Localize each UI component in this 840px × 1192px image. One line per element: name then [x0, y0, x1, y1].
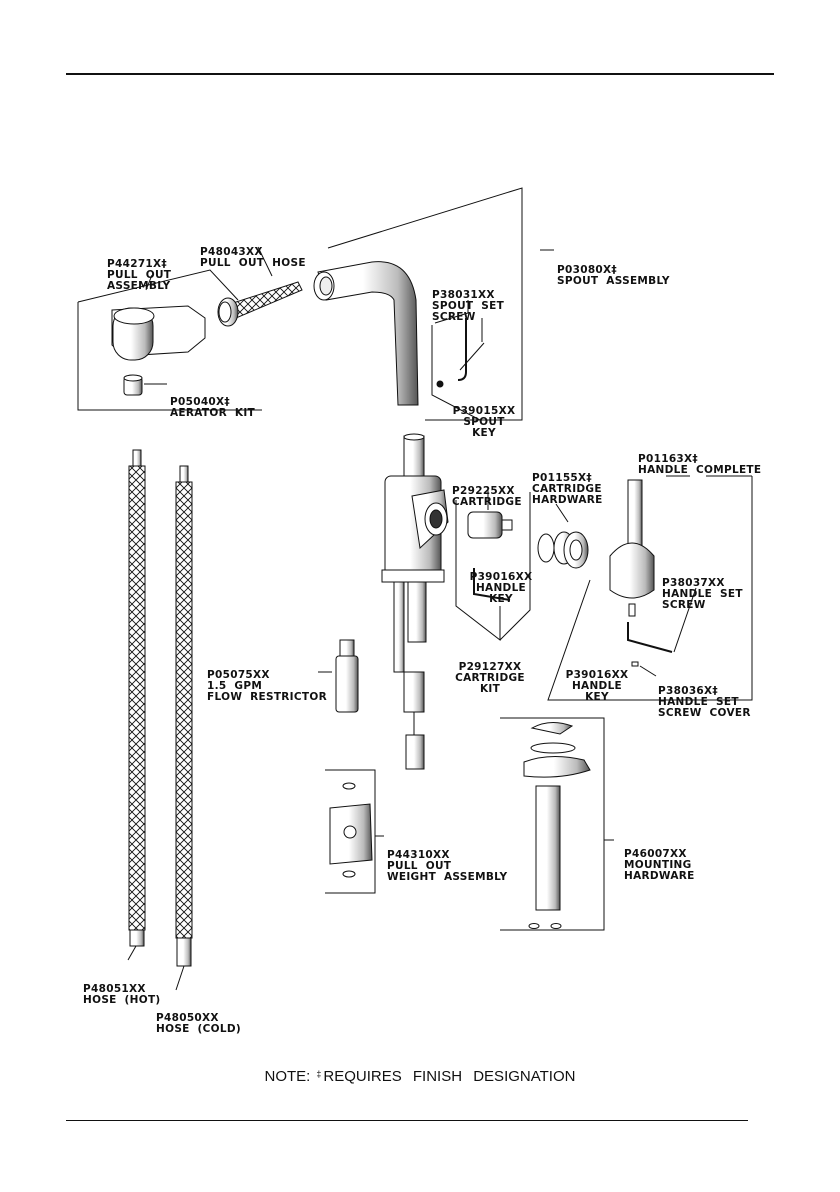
label-handle-complete: P01163X‡HANDLE COMPLETE [638, 453, 762, 476]
bottom-rule [66, 1120, 748, 1121]
pull-out-weight-group [325, 769, 384, 894]
hose-cold-part [175, 465, 193, 991]
handle-complete-group [547, 475, 753, 701]
valve-body-part [381, 433, 449, 770]
note-text: REQUIRES FINISH DESIGNATION [323, 1068, 576, 1085]
pull-out-head [111, 305, 206, 361]
aerator-part [123, 374, 167, 396]
label-aerator-kit: P05040X‡AERATOR KIT [170, 396, 255, 419]
finish-note: NOTE: ‡REQUIRES FINISH DESIGNATION [0, 1068, 840, 1085]
spout-assembly-group [313, 187, 554, 421]
pull-out-assembly-group [77, 269, 262, 411]
top-rule [66, 73, 774, 75]
mounting-hardware-group [500, 717, 614, 931]
cartridge-kit-group [455, 490, 531, 642]
hose-hot-part [127, 449, 146, 961]
cartridge-hardware-part [537, 503, 589, 569]
note-symbol: ‡ [316, 1069, 322, 1079]
note-prefix: NOTE: [264, 1068, 311, 1085]
pull-out-hose-part [217, 246, 303, 327]
flow-restrictor-part [318, 639, 359, 713]
label-spout-assembly: P03080X‡SPOUT ASSEMBLY [557, 264, 670, 287]
